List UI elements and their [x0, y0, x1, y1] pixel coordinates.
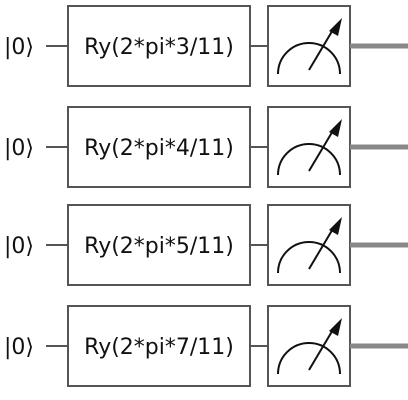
ry-gate-label: Ry(2*pi*4/11): [84, 136, 234, 161]
qubit-row-1: |0⟩ Ry(2*pi*4/11): [4, 106, 408, 188]
measure-icon: [267, 5, 351, 87]
measure-icon: [267, 204, 351, 286]
measure-icon: [267, 106, 351, 188]
ry-gate-label: Ry(2*pi*3/11): [84, 35, 234, 60]
ry-gate-label: Ry(2*pi*5/11): [84, 234, 234, 259]
qubit-row-2: |0⟩ Ry(2*pi*5/11): [4, 204, 408, 286]
ry-gate-box: [67, 204, 251, 286]
ry-gate-label: Ry(2*pi*7/11): [84, 335, 234, 360]
ry-gate-box: [67, 106, 251, 188]
initial-state-3: |0⟩: [4, 335, 34, 360]
qubit-row-0: |0⟩ Ry(2*pi*3/11): [4, 5, 408, 87]
qubit-row-3: |0⟩ Ry(2*pi*7/11): [4, 305, 408, 387]
measure-icon: [267, 305, 351, 387]
initial-state-1: |0⟩: [4, 136, 34, 161]
initial-state-2: |0⟩: [4, 234, 34, 259]
initial-state-0: |0⟩: [4, 35, 34, 60]
